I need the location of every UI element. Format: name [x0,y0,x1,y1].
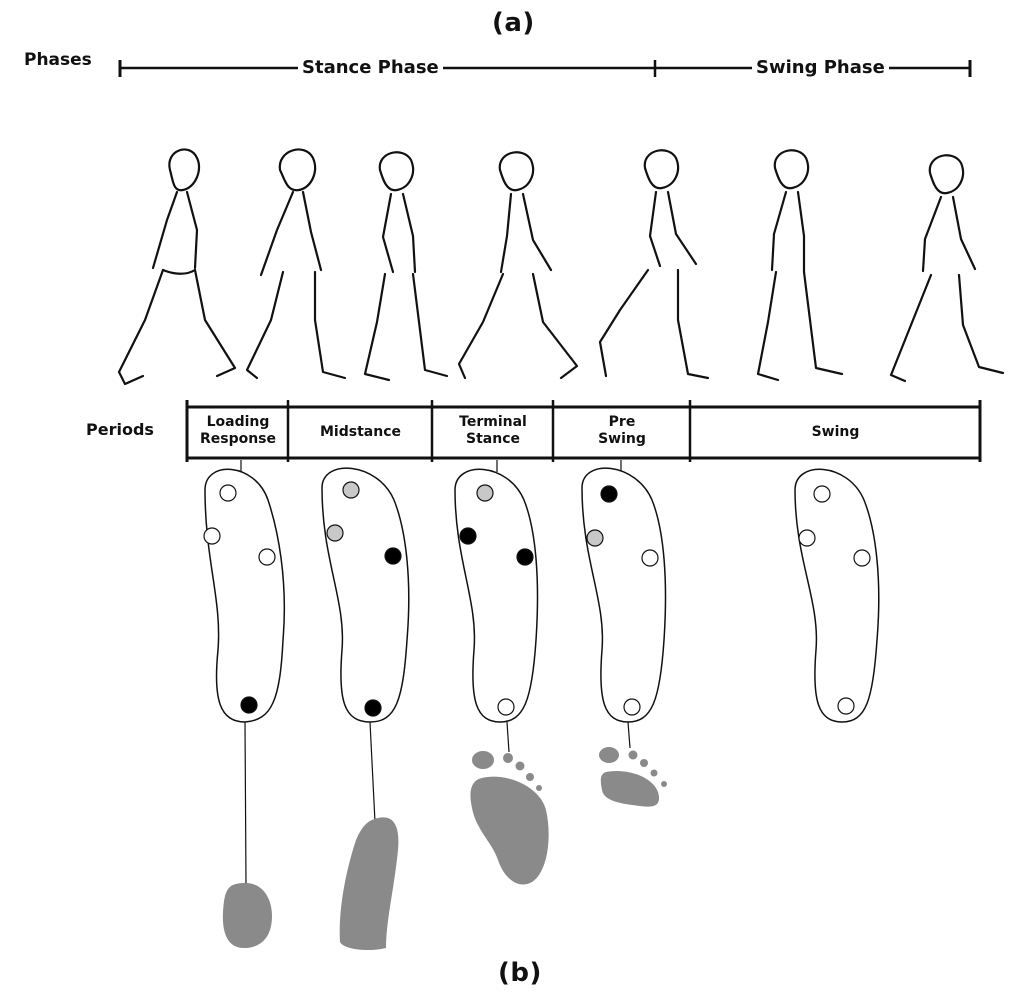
sensors [203,481,871,717]
phases-label: Phases [24,50,92,70]
sensor [641,549,659,567]
period-pre-swing: Pre Swing [554,414,690,448]
insole-4 [581,467,667,723]
periods-label: Periods [86,420,154,439]
figure-3 [363,151,449,382]
figure-label-a: (a) [492,8,535,38]
figure-label-b: (b) [498,958,542,988]
figure-5 [598,149,710,380]
figure-4 [457,151,579,380]
period-swing: Swing [691,424,980,441]
period-line1: Terminal [459,414,527,430]
sensor [326,524,344,542]
periods-bar [185,400,982,462]
period-line2: Swing [598,431,646,447]
sensor [623,698,641,716]
period-line2: Stance [466,431,520,447]
walking-figures [117,148,1005,386]
insole-5 [794,468,880,723]
sensor [240,696,258,714]
sensor [342,481,360,499]
sensor [384,547,402,565]
figure-7 [889,154,1005,383]
insoles [204,467,880,723]
footprint-heel [222,882,272,948]
sensor [516,548,534,566]
sensor [459,527,477,545]
sensor [219,484,237,502]
stance-phase-label: Stance Phase [298,57,443,78]
insole-2 [321,467,410,723]
period-loading-response: Loading Response [188,414,288,448]
sensor [258,548,276,566]
figure-6 [756,149,844,382]
footprint-forefoot [599,747,667,807]
sensor [364,699,382,717]
period-midstance: Midstance [289,424,432,441]
period-line1: Pre [608,414,636,430]
footprint-full [470,751,549,885]
period-line1: Loading [206,414,270,430]
sensor [813,485,831,503]
sensor [203,527,221,545]
sensor [853,549,871,567]
period-line1: Swing [811,424,860,440]
footprints [222,747,667,950]
footprint-connectors [244,721,631,885]
sensor [837,697,855,715]
sensor [600,485,618,503]
period-terminal-stance: Terminal Stance [433,414,553,448]
sensor [798,529,816,547]
insole-1 [204,468,286,723]
period-line1: Midstance [320,424,401,440]
sensor [497,698,515,716]
sensor [476,484,494,502]
sensor [586,529,604,547]
figure-2 [245,148,347,380]
swing-phase-label: Swing Phase [752,57,889,78]
period-connectors [240,460,622,472]
insole-3 [454,468,539,723]
figure-1 [117,148,237,386]
footprint-midfoot [339,817,399,950]
period-line2: Response [199,431,277,447]
